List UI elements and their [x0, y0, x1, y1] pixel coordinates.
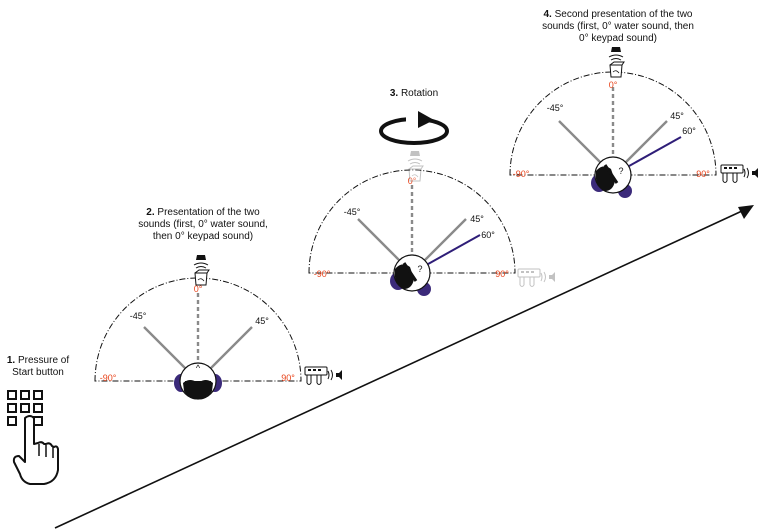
- step4-caption: 4. Second presentation of the two sounds…: [542, 9, 694, 44]
- step3-rotation: [379, 111, 449, 145]
- step-number: 1.: [6, 355, 16, 366]
- head-mark: ?: [618, 166, 623, 176]
- label-pos90: 90°: [281, 373, 295, 383]
- step3-setup: ? 0° -45° 45° 60° -90° 90°: [308, 150, 556, 298]
- rotation-arrow-icon: [379, 111, 449, 145]
- keypad-speaker-icon: [720, 164, 759, 183]
- step4-setup: ? 0° -45° 45° 60° -90° 90°: [509, 46, 759, 200]
- label-neg90: -90°: [513, 169, 530, 179]
- keypad-icon: [7, 390, 43, 426]
- step1-caption: 1. Pressure of Start button: [6, 355, 70, 378]
- label-pos60: 60°: [682, 126, 696, 136]
- label-neg45: -45°: [130, 311, 147, 321]
- step3-caption: 3. Rotation: [389, 88, 439, 99]
- label-pos90: 90°: [696, 169, 710, 179]
- label-pos60: 60°: [481, 230, 495, 240]
- label-pos45: 45°: [470, 214, 484, 224]
- hand-pointer-icon: [12, 415, 59, 485]
- label-0: 0°: [609, 80, 618, 90]
- step2-caption: 2. Presentation of the two sounds (first…: [138, 207, 268, 242]
- step-number: 3.: [389, 88, 399, 99]
- water-tap-icon: [407, 150, 424, 182]
- label-neg45: -45°: [547, 103, 564, 113]
- label-neg45: -45°: [344, 207, 361, 217]
- step-number: 2.: [146, 207, 155, 218]
- label-pos45: 45°: [670, 111, 684, 121]
- step-number: 4.: [543, 9, 552, 20]
- water-tap-icon: [193, 254, 210, 286]
- step2-setup: ^ 0° -45° 45° -90° 90°: [94, 254, 343, 400]
- head-mark: ^: [196, 363, 201, 373]
- water-tap-icon: [608, 46, 625, 78]
- label-neg90: -90°: [314, 269, 331, 279]
- head-mark: ?: [417, 264, 422, 274]
- label-pos90: 90°: [495, 269, 509, 279]
- label-pos45: 45°: [255, 316, 269, 326]
- keypad-speaker-icon: [304, 366, 343, 385]
- label-0: 0°: [194, 284, 203, 294]
- label-neg90: -90°: [100, 373, 117, 383]
- keypad-speaker-icon: [517, 268, 556, 287]
- time-arrow-icon: [54, 205, 754, 529]
